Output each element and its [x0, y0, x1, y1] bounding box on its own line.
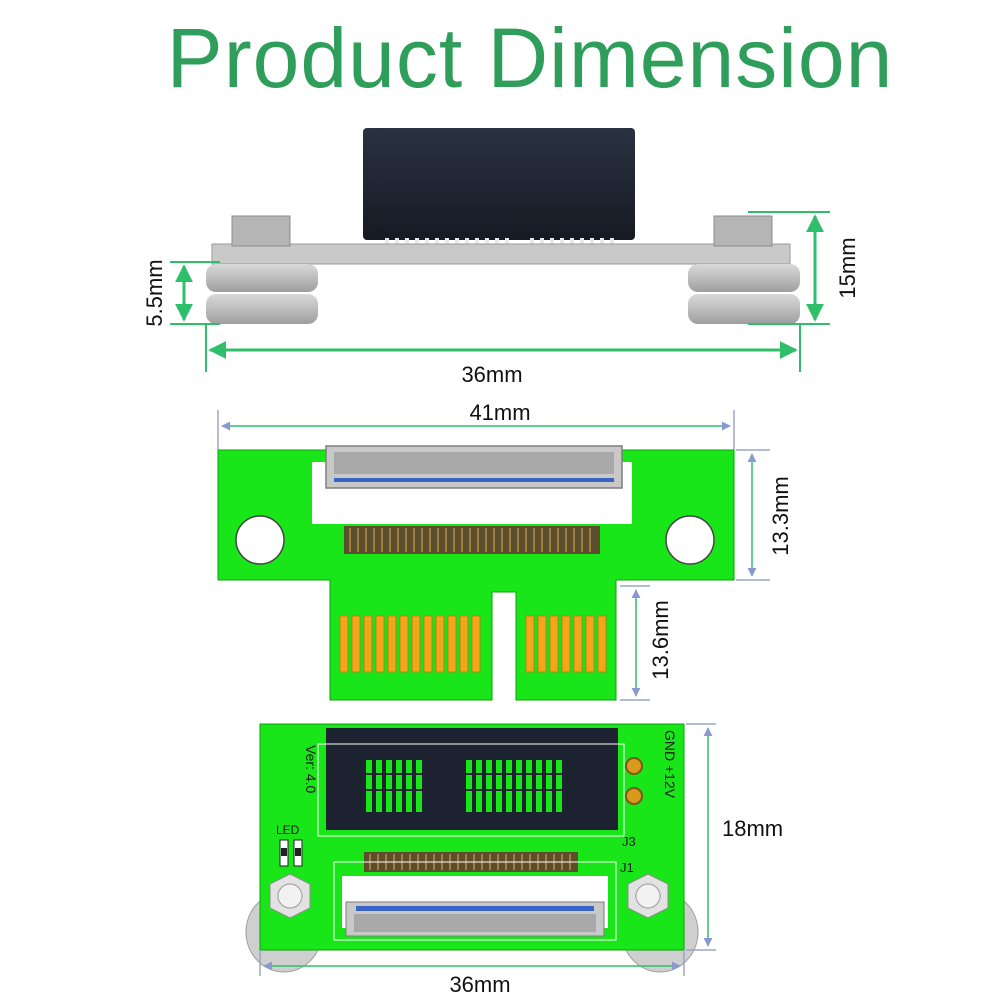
side-connector-pins	[385, 238, 614, 248]
j3-label: J3	[622, 834, 636, 849]
back-view: Ver: 4.0 GND +12V J3 J1 LED	[245, 723, 783, 997]
side-standoff-left	[206, 264, 318, 324]
power-label: GND +12V	[662, 730, 678, 799]
front-gold-fingers	[339, 615, 607, 673]
side-height-small-label: 5.5mm	[142, 259, 167, 326]
j1-label: J1	[620, 860, 634, 875]
front-width-label: 41mm	[469, 400, 530, 425]
led-label: LED	[276, 823, 300, 837]
power-pad-gnd	[625, 757, 643, 775]
version-label: Ver: 4.0	[303, 745, 319, 793]
side-width-label: 36mm	[461, 362, 522, 387]
power-pad-12v	[625, 787, 643, 805]
front-view: 41mm	[217, 400, 793, 701]
front-upper-height-label: 13.3mm	[768, 476, 793, 555]
front-finger-height-label: 13.6mm	[648, 600, 673, 679]
back-j3-contacts	[366, 760, 562, 812]
front-mounting-hole-left	[235, 515, 285, 565]
front-mounting-hole-right	[665, 515, 715, 565]
side-height-total-label: 15mm	[835, 237, 860, 298]
side-slot-connector	[363, 128, 635, 240]
back-height-label: 18mm	[722, 816, 783, 841]
side-nut-left	[231, 215, 291, 247]
side-standoff-right	[688, 264, 800, 324]
side-view: 5.5mm 15mm 36mm	[142, 128, 860, 387]
side-pcb-board	[211, 243, 791, 265]
side-nut-right	[713, 215, 773, 247]
back-width-label: 36mm	[449, 972, 510, 997]
front-pin-row	[344, 526, 600, 554]
page-title: Product Dimension	[166, 11, 894, 105]
